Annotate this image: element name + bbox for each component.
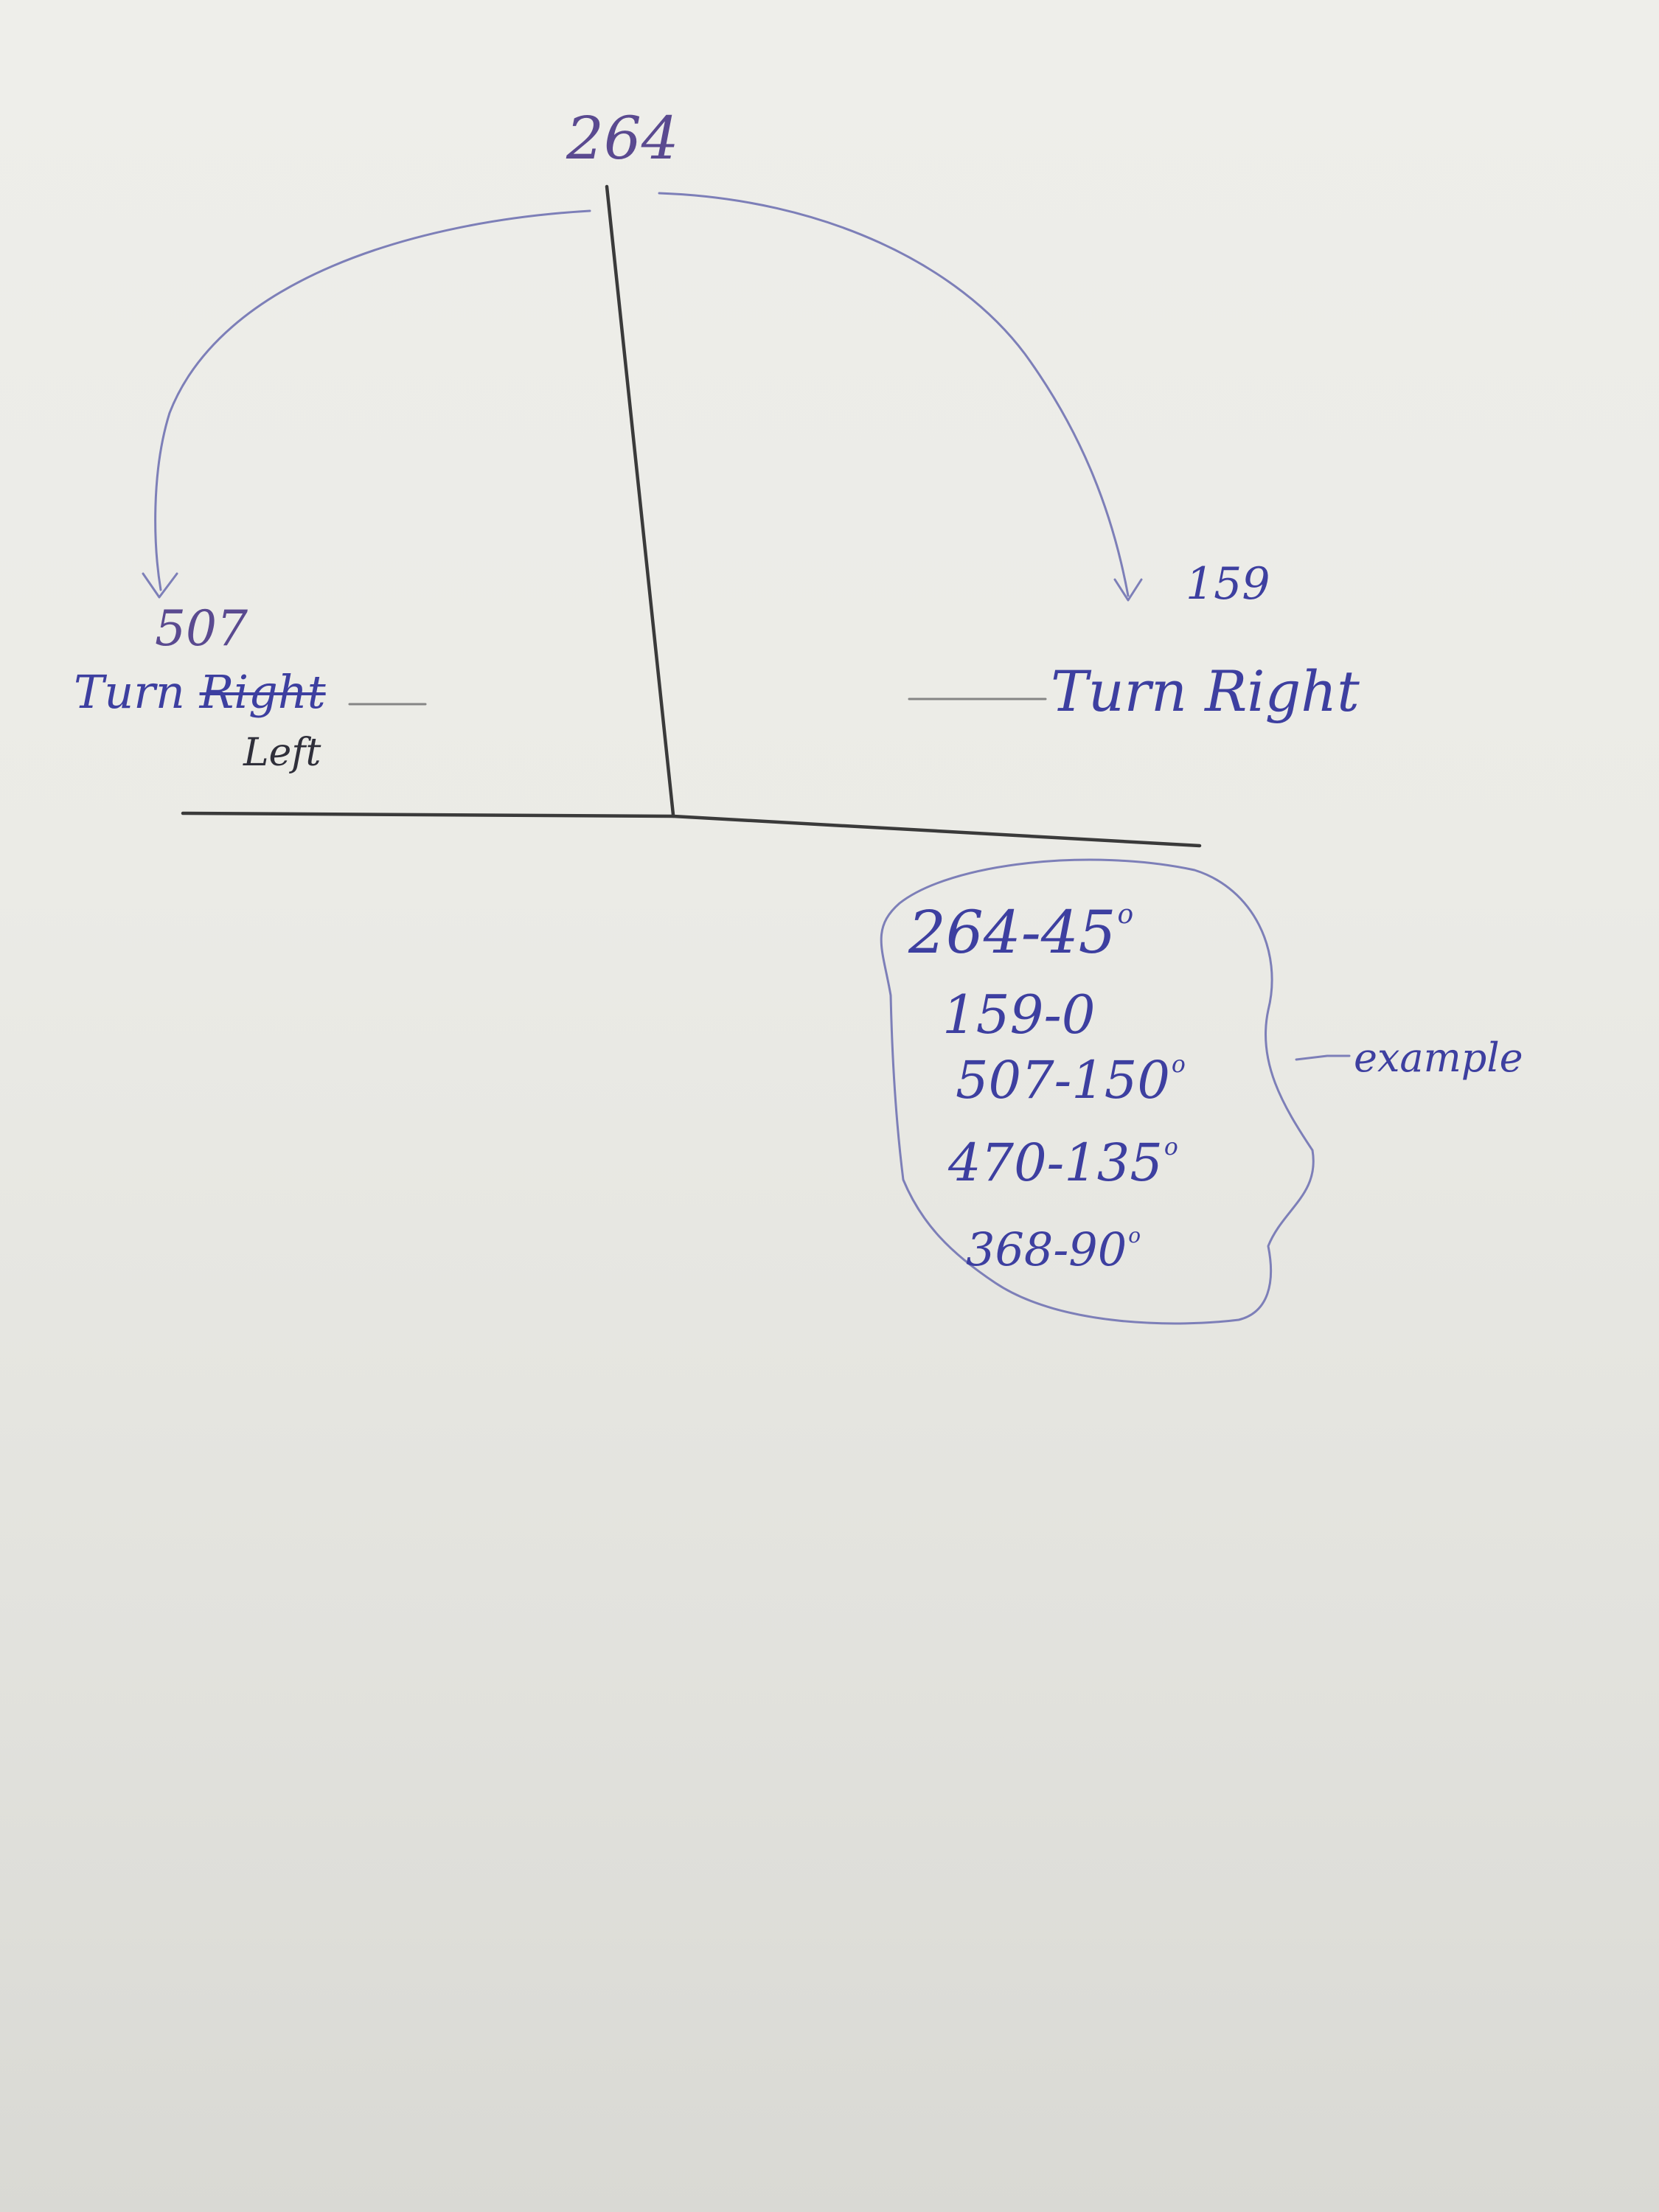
baseline-left-segment bbox=[181, 811, 675, 818]
right-instruction-label: Turn Right bbox=[1051, 658, 1360, 724]
left-value-label: 507 bbox=[155, 600, 248, 657]
vertical-axis-line bbox=[605, 184, 675, 817]
table-row: 470-135o bbox=[948, 1133, 1178, 1193]
table-row: 159-0 bbox=[942, 984, 1096, 1046]
left-instruction-turn: Turn bbox=[74, 665, 185, 719]
table-row: 368-90o bbox=[966, 1222, 1141, 1276]
left-instruction-struck-word: Right bbox=[199, 665, 326, 719]
degree-mark: o bbox=[1171, 1051, 1186, 1079]
table-annotation-label: example bbox=[1354, 1034, 1523, 1081]
degree-mark: o bbox=[1117, 900, 1134, 931]
degree-mark: o bbox=[1164, 1134, 1178, 1161]
left-arrow-curve bbox=[154, 209, 591, 591]
top-value-label: 264 bbox=[566, 104, 679, 173]
baseline-right-segment bbox=[671, 814, 1202, 848]
table-row: 507-150o bbox=[956, 1050, 1186, 1110]
right-arrowhead-icon bbox=[1113, 578, 1143, 602]
example-connector-line bbox=[1295, 1054, 1351, 1061]
left-instruction-label: Turn Right bbox=[74, 669, 326, 715]
degree-mark: o bbox=[1128, 1223, 1141, 1248]
right-value-label: 159 bbox=[1186, 558, 1270, 610]
left-instruction-correction: Left bbox=[243, 731, 321, 775]
table-outline-blob bbox=[880, 858, 1315, 1325]
left-arrowhead-icon bbox=[142, 572, 178, 599]
table-row: 264-45o bbox=[908, 898, 1134, 967]
right-arrow-curve bbox=[658, 192, 1130, 597]
